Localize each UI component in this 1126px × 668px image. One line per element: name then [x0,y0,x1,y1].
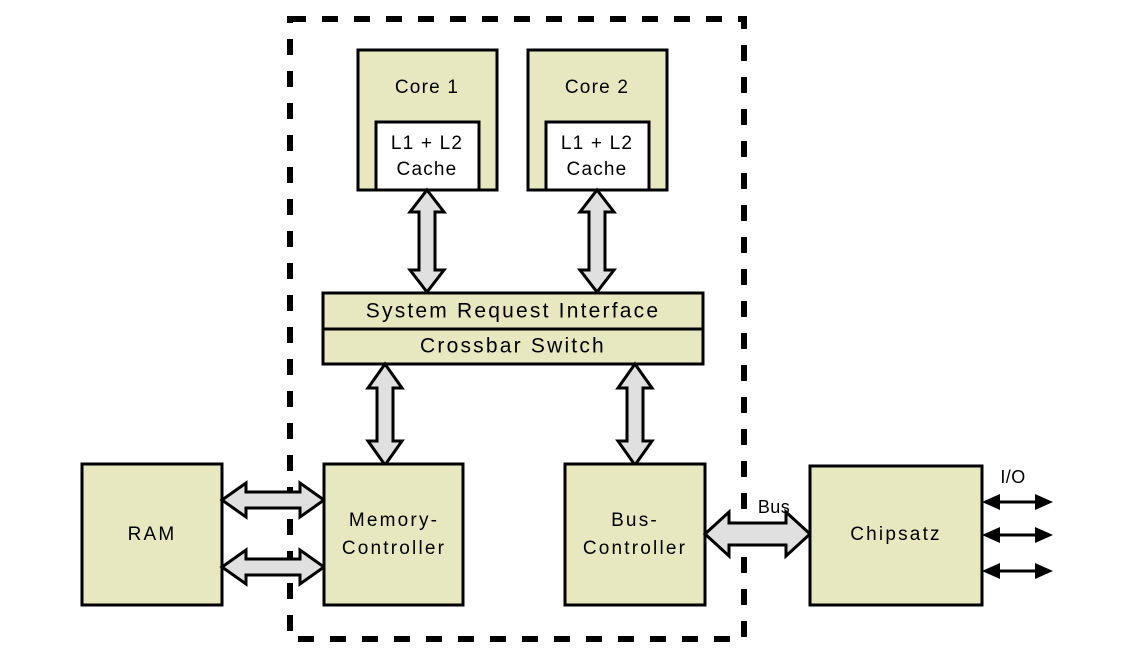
core1-sri-arrow [406,187,448,295]
crossbar-memory-controller-arrow [365,361,405,468]
chipset-label: Chipsatz [850,524,942,545]
system-request-interface-label: System Request Interface [366,300,660,323]
core2-cache-box[interactable] [544,120,651,192]
core2-cache-label-line1: L1 + L2 [561,133,633,154]
cpu-package-boundary [287,16,747,642]
system-request-interface-box[interactable] [321,291,705,331]
bus-controller-label-line1: Bus- [611,510,659,531]
io-arrow-3 [982,563,1053,579]
core2-cache-label-line2: Cache [567,159,628,180]
core1-cache-label-line2: Cache [397,159,458,180]
crossbar-switch-box[interactable] [321,327,705,366]
ram-label: RAM [128,524,177,545]
crossbar-switch-label: Crossbar Switch [420,335,606,358]
core2-sri-arrow [576,187,618,295]
bus-label: Bus [758,497,790,517]
io-label: I/O [1000,467,1025,487]
chipset-box[interactable] [808,464,984,607]
core1-label: Core 1 [395,77,459,98]
memory-controller-box[interactable] [322,462,465,607]
crossbar-bus-controller-arrow [615,361,655,468]
ram-memory-controller-arrow-upper [219,480,327,520]
core1-cache-label-line1: L1 + L2 [391,133,463,154]
bus-controller-box[interactable] [563,462,707,607]
ram-box[interactable] [80,462,224,607]
core1-cache-box[interactable] [374,120,481,192]
io-arrow-1 [982,494,1053,510]
core2-label: Core 2 [565,77,629,98]
io-arrow-2 [982,527,1053,543]
bus-controller-label-line2: Controller [583,538,687,559]
bus-arrow [702,508,813,560]
memory-controller-label-line2: Controller [342,538,446,559]
ram-memory-controller-arrow-lower [219,547,327,587]
memory-controller-label-line1: Memory- [349,510,439,531]
